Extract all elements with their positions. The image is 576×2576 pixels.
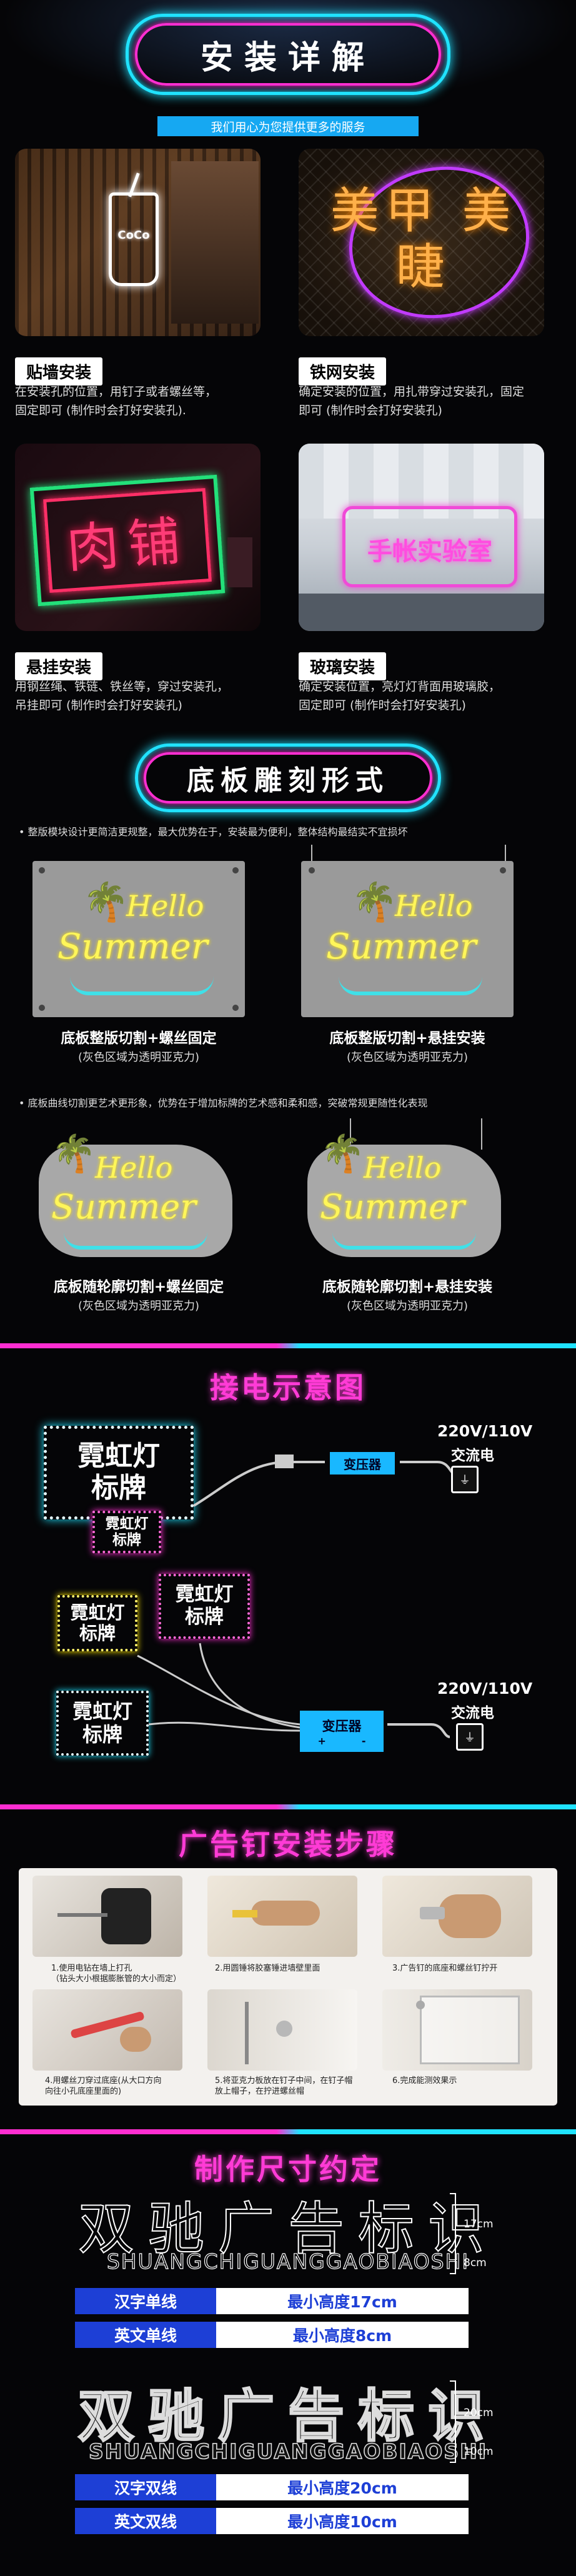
base-note-1: • 整版模块设计更简洁更规整，最大优势在于，安装最为便利，整体结构最结实不宜损坏 xyxy=(19,826,408,838)
size-row-3: 汉字双线最小高度20cm xyxy=(75,2474,469,2500)
tag-wall-mount: 贴墙安装 xyxy=(15,357,103,385)
tag-hanging-mount: 悬挂安装 xyxy=(15,652,103,680)
hang-wire-left-2 xyxy=(350,1118,351,1156)
neon-sign-b: 霓虹灯 标牌 xyxy=(159,1574,250,1639)
hang-wire-right-1 xyxy=(505,845,506,870)
top-glow xyxy=(0,0,576,106)
page-title: 安装详解 xyxy=(126,14,450,95)
hang-wire-left-1 xyxy=(311,845,312,870)
photo-glass-mount: 手帐实验室 xyxy=(299,444,544,631)
base-section-title: 底板雕刻形式 xyxy=(135,743,441,812)
neon-sign-a: 霓虹灯 标牌 xyxy=(57,1595,137,1651)
ac-label-2: 交流电 xyxy=(451,1705,494,1721)
panel-full-hang: 🌴 Hello Summer xyxy=(301,861,514,1017)
step-3-image xyxy=(382,1876,532,1957)
voltage-label-1: 220V/110V xyxy=(437,1422,533,1440)
voltage-label-2: 220V/110V xyxy=(437,1679,533,1698)
desc-wall-mount-2: 固定即可 (制作时会打好安装孔). xyxy=(15,404,186,417)
label-contour-screw: 底板随轮廓切割+螺丝固定 xyxy=(53,1279,224,1295)
tag-glass-mount: 玻璃安装 xyxy=(299,652,387,680)
pinyin-double-line: SHUANGCHIGUANGGAOBIAOSHI xyxy=(88,2439,487,2464)
ac-label-1: 交流电 xyxy=(451,1448,494,1464)
step-2-image xyxy=(207,1876,357,1957)
sizes-title: 制作尺寸约定 xyxy=(194,2152,382,2186)
sublabel-contour-screw: (灰色区域为透明亚克力) xyxy=(77,1300,200,1313)
size-row-1: 汉字单线最小高度17cm xyxy=(75,2288,469,2314)
desc-mesh-mount-1: 确定安装的位置，用扎带穿过安装孔，固定 xyxy=(299,385,525,399)
step-4-image xyxy=(32,1989,182,2071)
step-6-image xyxy=(382,1989,532,2071)
base-note-2: • 底板曲线切割更艺术更形象，优势在于增加标牌的艺术感和柔和感，突破常规更随性化… xyxy=(19,1097,428,1109)
photo-hanging-mount: 肉铺 xyxy=(15,444,261,631)
sublabel-contour-hang: (灰色区域为透明亚克力) xyxy=(346,1300,469,1313)
step-1-image xyxy=(32,1876,182,1957)
outlet-icon-1: ⏚ xyxy=(451,1466,479,1493)
label-contour-hang: 底板随轮廓切割+悬挂安装 xyxy=(322,1279,493,1295)
hang-wire-right-2 xyxy=(481,1118,482,1150)
panel-contour-hang: 🌴 Hello Summer xyxy=(307,1132,507,1263)
photo-wall-mount: CoCo xyxy=(15,149,261,336)
panel-full-screw: 🌴 Hello Summer xyxy=(32,861,245,1017)
divider-sizes xyxy=(0,2129,576,2134)
sublabel-full-hang: (灰色区域为透明亚克力) xyxy=(346,1051,469,1064)
hanzi-single-line: 双驰广告标识 xyxy=(77,2196,498,2262)
desc-hanging-mount-1: 用钢丝绳、铁链、铁丝等，穿过安装孔， xyxy=(15,680,229,694)
wire-diagram-bottom xyxy=(137,1643,450,1738)
dim-double-10: 10cm xyxy=(464,2445,494,2458)
divider-wiring xyxy=(0,1343,576,1348)
dim-bracket-single xyxy=(450,2193,456,2274)
step-4-caption: 4.用螺丝刀穿过底座(从大口方向 向往小孔底座里面的) xyxy=(45,2076,162,2096)
dim-single-8: 8cm xyxy=(464,2257,487,2269)
desc-hanging-mount-2: 吊挂即可 (制作时会打好安装孔) xyxy=(15,699,182,712)
dim-single-17: 17cm xyxy=(464,2218,494,2230)
neon-sign-small: 霓虹灯 标牌 xyxy=(92,1511,161,1553)
step-3-caption: 3.广告钉的底座和螺丝钉拧开 xyxy=(392,1964,498,1973)
panel-contour-screw: 🌴 Hello Summer xyxy=(39,1132,239,1263)
step-1-caption: 1.使用电钻在墙上打孔 （钻头大小根据膨胀管的大小而定） xyxy=(51,1964,182,1984)
step-5-caption: 5.将亚克力板放在钉子中间，在钉子帽放上帽子，在拧进螺丝帽 xyxy=(215,2076,353,2096)
step-2-caption: 2.用圆锤将胶塞锤进墙壁里面 xyxy=(215,1964,320,1973)
dim-double-20: 20cm xyxy=(464,2407,494,2419)
label-full-screw: 底板整版切割+螺丝固定 xyxy=(61,1030,217,1047)
subtitle-bar: 我们用心为您提供更多的服务 xyxy=(157,116,419,136)
size-row-4: 英文双线最小高度10cm xyxy=(75,2508,469,2534)
subtitle-text: 我们用心为您提供更多的服务 xyxy=(211,120,365,134)
step-5-image xyxy=(207,1989,357,2071)
size-row-2: 英文单线最小高度8cm xyxy=(75,2322,469,2348)
neon-sign-c: 霓虹灯 标牌 xyxy=(56,1691,149,1756)
label-full-hang: 底板整版切割+悬挂安装 xyxy=(329,1030,485,1047)
step-6-caption: 6.完成能测效果示 xyxy=(392,2076,457,2086)
desc-glass-mount-2: 固定即可 (制作时会打好安装孔) xyxy=(299,699,466,712)
sublabel-full-screw: (灰色区域为透明亚克力) xyxy=(77,1051,200,1064)
desc-glass-mount-1: 确定安装位置，亮灯灯背面用玻璃胶， xyxy=(299,680,501,694)
pinyin-single-line: SHUANGCHIGUANGGAOBIAOSHI xyxy=(106,2249,470,2274)
desc-wall-mount-1: 在安装孔的位置，用钉子或者螺丝等， xyxy=(15,385,217,399)
desc-mesh-mount-2: 即可 (制作时会打好安装孔) xyxy=(299,404,442,417)
tag-mesh-mount: 铁网安装 xyxy=(299,357,387,385)
transformer-1: 变压器 xyxy=(330,1452,395,1474)
transformer-2: 变压器 +- xyxy=(300,1711,384,1752)
outlet-icon-2: ⏚ xyxy=(456,1723,484,1751)
steps-title: 广告钉安装步骤 xyxy=(179,1828,397,1861)
dim-bracket-double xyxy=(450,2380,456,2463)
hanzi-double-line: 双驰广告标识 xyxy=(77,2383,498,2450)
photo-mesh-mount: 美甲 美睫 xyxy=(299,149,544,336)
wiring-title: 接电示意图 xyxy=(210,1371,366,1405)
divider-steps xyxy=(0,1804,576,1809)
